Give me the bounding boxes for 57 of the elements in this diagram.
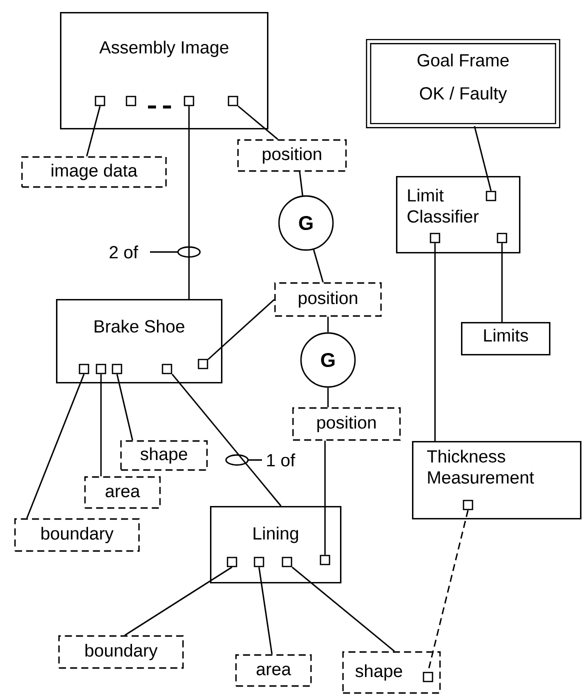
- connector-line: [86, 106, 101, 156]
- port-square: [462, 500, 474, 510]
- port-square: [282, 556, 292, 568]
- connector-line: [26, 374, 85, 519]
- attribute-box: boundary: [58, 635, 184, 669]
- port-square: [112, 364, 122, 374]
- frame-box: Assembly Image: [60, 12, 268, 130]
- connector-line: [474, 126, 492, 192]
- port-square: [254, 556, 264, 568]
- frame-box: Limit Classifier: [396, 176, 520, 254]
- port-square: [486, 190, 496, 202]
- circle-node: G: [278, 195, 334, 251]
- port-square: [320, 554, 330, 566]
- port-square: [198, 358, 208, 370]
- attribute-box: shape: [120, 440, 208, 471]
- double-frame-box: Goal Frame OK / Faulty: [366, 38, 560, 128]
- connector-line: [501, 243, 503, 322]
- connector-line: [258, 567, 273, 654]
- port-square: [126, 96, 136, 106]
- port-square: [430, 232, 440, 244]
- connector-line: [327, 388, 329, 408]
- frame-box: Thickness Measurement: [412, 441, 582, 520]
- connector-line: [100, 374, 102, 476]
- port-square: [496, 232, 508, 244]
- connector-line: [312, 249, 324, 282]
- edge-label: 1 of: [264, 452, 296, 468]
- port-square: [184, 96, 194, 106]
- port-square: [422, 672, 434, 682]
- connector-line: [116, 374, 134, 440]
- edge-label: 2 of: [108, 244, 140, 260]
- frame-box: Lining: [210, 506, 342, 584]
- frame-box: Limits: [461, 322, 550, 356]
- attribute-box: shape: [342, 651, 441, 694]
- connector-line: [172, 374, 282, 506]
- port-square: [96, 364, 106, 374]
- connector-line: [124, 566, 232, 636]
- port-square: [228, 96, 238, 106]
- attribute-box: position: [274, 282, 382, 317]
- attribute-box: position: [292, 407, 401, 441]
- connector-line: [324, 440, 326, 555]
- attribute-box: area: [84, 476, 161, 509]
- connector-line: [327, 316, 329, 332]
- connector-line: [292, 566, 395, 652]
- connector-line: [434, 243, 436, 441]
- port-square: [226, 556, 238, 568]
- attribute-box: position: [237, 139, 347, 172]
- attribute-box: area: [235, 654, 312, 687]
- connector-line: [188, 106, 190, 299]
- attribute-box: boundary: [14, 518, 140, 552]
- frame-box: Brake Shoe: [56, 299, 222, 384]
- attribute-box: image data: [21, 156, 167, 188]
- port-square: [78, 364, 90, 374]
- port-square: [162, 364, 172, 374]
- circle-node: G: [300, 332, 356, 388]
- connector-line: [298, 172, 304, 196]
- port-square: [94, 96, 106, 106]
- connector-line: [208, 298, 275, 360]
